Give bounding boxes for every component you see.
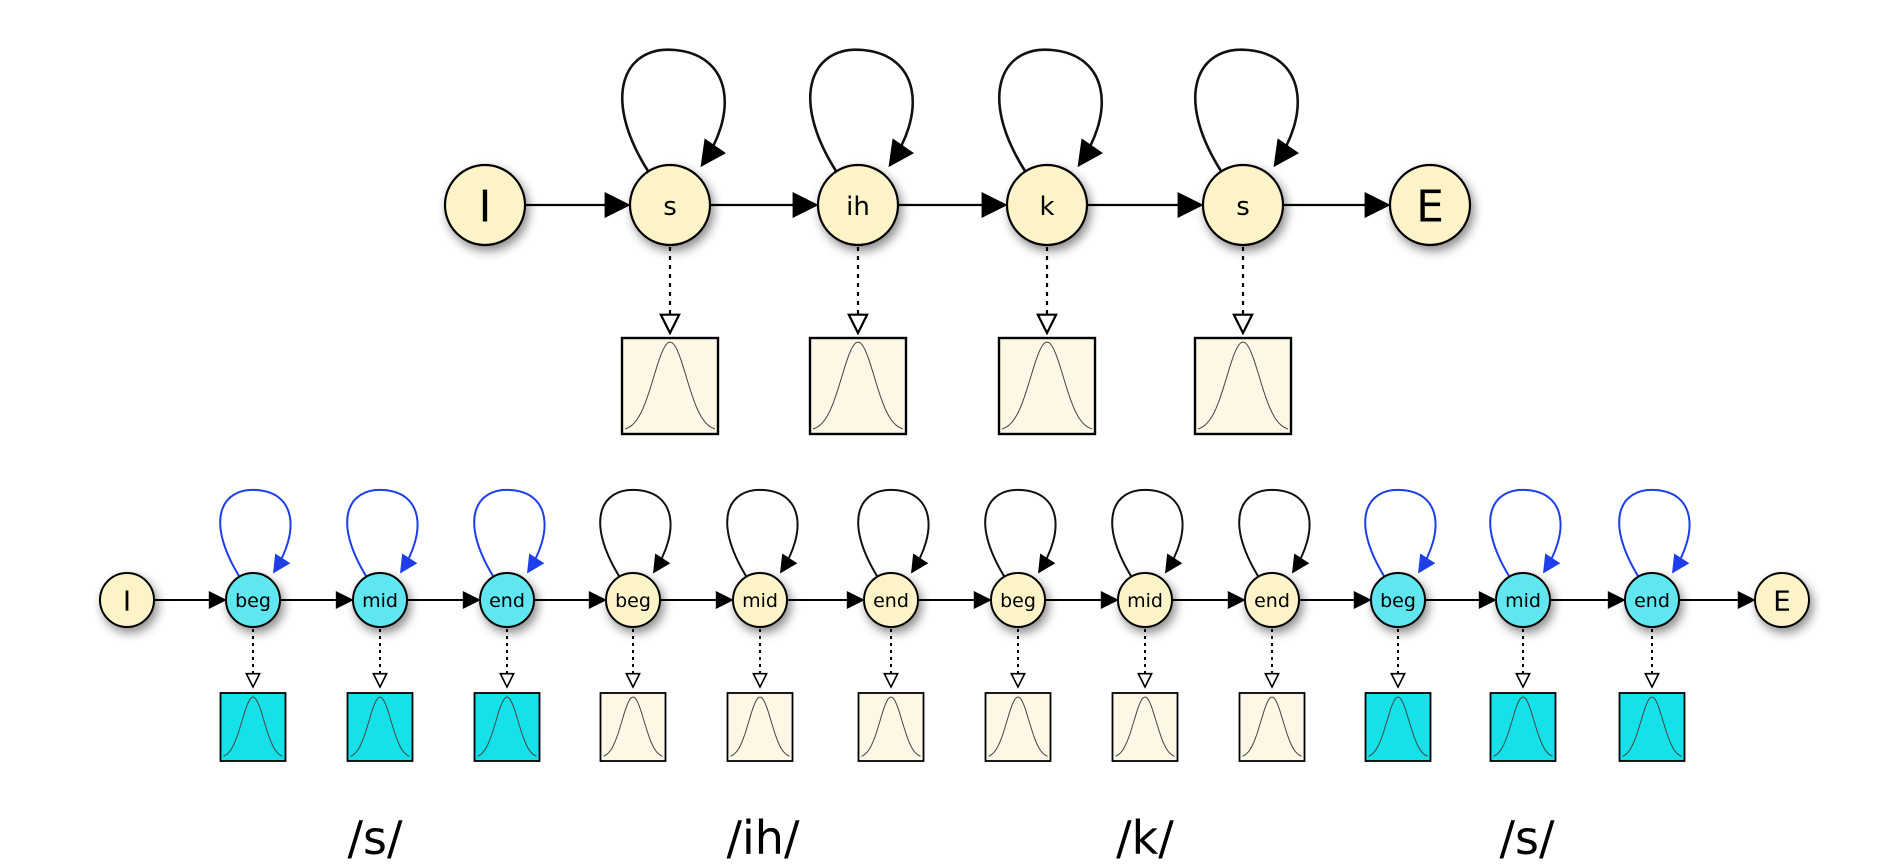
bottom-state-node-label: mid bbox=[742, 590, 778, 612]
bottom-emission-0-gaussian-curve bbox=[223, 696, 283, 757]
top-state-node bbox=[628, 163, 712, 247]
bottom-emission-1-gaussian-curve bbox=[350, 696, 410, 757]
top-end-node bbox=[1388, 163, 1472, 247]
bottom-self-loop-arrow bbox=[346, 488, 419, 577]
top-self-loop-arrow bbox=[809, 48, 914, 172]
top-state-node-label: ih bbox=[846, 192, 870, 222]
bottom-state-node-label: beg bbox=[615, 590, 651, 612]
bottom-emission-4-gaussian-curve bbox=[730, 696, 790, 757]
bottom-self-loop-arrow bbox=[1111, 488, 1184, 577]
top-start-node-label: I bbox=[479, 182, 492, 233]
bottom-self-loop-arrow bbox=[1238, 488, 1311, 577]
top-state-node-label: s bbox=[1236, 192, 1250, 222]
bottom-state-node bbox=[479, 572, 535, 628]
bottom-self-loop-arrow bbox=[984, 488, 1057, 577]
bottom-emission-7-gaussian-curve bbox=[1115, 696, 1175, 757]
top-emission-0-gaussian-curve bbox=[624, 341, 716, 430]
top-self-loop-arrow bbox=[1194, 48, 1299, 172]
phone-label: /s/ bbox=[1500, 811, 1555, 865]
bottom-state-node bbox=[732, 572, 788, 628]
top-state-node-label: k bbox=[1039, 192, 1054, 222]
bottom-state-node-label: mid bbox=[362, 590, 398, 612]
bottom-self-loop-arrow bbox=[1364, 488, 1437, 577]
bottom-emission-9-gaussian-curve bbox=[1368, 696, 1428, 757]
bottom-state-node bbox=[990, 572, 1046, 628]
bottom-state-node bbox=[863, 572, 919, 628]
bottom-state-node bbox=[1117, 572, 1173, 628]
bottom-state-node-label: mid bbox=[1127, 590, 1163, 612]
phone-label: /k/ bbox=[1116, 811, 1174, 865]
bottom-state-node bbox=[1624, 572, 1680, 628]
bottom-state-node-label: end bbox=[1634, 590, 1670, 612]
bottom-emission-3-gaussian-curve bbox=[603, 696, 663, 757]
bottom-state-node bbox=[352, 572, 408, 628]
top-emission-2-gaussian-curve bbox=[1001, 341, 1093, 430]
bottom-state-node-label: beg bbox=[235, 590, 271, 612]
phone-label: /ih/ bbox=[727, 811, 800, 865]
bottom-state-node bbox=[1244, 572, 1300, 628]
bottom-emission-10-gaussian-curve bbox=[1493, 696, 1553, 757]
top-self-loop-arrow bbox=[621, 48, 726, 172]
bottom-self-loop-arrow bbox=[726, 488, 799, 577]
bottom-emission-11-gaussian-curve bbox=[1622, 696, 1682, 757]
bottom-self-loop-arrow bbox=[1618, 488, 1691, 577]
bottom-state-node-label: end bbox=[489, 590, 525, 612]
top-state-node-label: s bbox=[663, 192, 677, 222]
bottom-emission-6-gaussian-curve bbox=[988, 696, 1048, 757]
bottom-emission-5-gaussian-curve bbox=[861, 696, 921, 757]
bottom-start-node bbox=[99, 572, 155, 628]
bottom-self-loop-arrow bbox=[599, 488, 672, 577]
bottom-end-node bbox=[1754, 572, 1810, 628]
top-state-node bbox=[816, 163, 900, 247]
bottom-state-node-label: end bbox=[1254, 590, 1290, 612]
bottom-self-loop-arrow bbox=[473, 488, 546, 577]
bottom-emission-8-gaussian-curve bbox=[1242, 696, 1302, 757]
top-self-loop-arrow bbox=[998, 48, 1103, 172]
bottom-self-loop-arrow bbox=[219, 488, 292, 577]
top-start-node bbox=[443, 163, 527, 247]
bottom-state-node-label: mid bbox=[1505, 590, 1541, 612]
top-emission-3-gaussian-curve bbox=[1197, 341, 1289, 430]
bottom-state-node bbox=[1495, 572, 1551, 628]
top-state-node bbox=[1201, 163, 1285, 247]
bottom-state-node-label: end bbox=[873, 590, 909, 612]
top-state-node bbox=[1005, 163, 1089, 247]
bottom-state-node bbox=[605, 572, 661, 628]
bottom-end-node-label: E bbox=[1773, 585, 1791, 618]
bottom-state-node-label: beg bbox=[1000, 590, 1036, 612]
top-end-node-label: E bbox=[1416, 182, 1444, 233]
top-emission-1-gaussian-curve bbox=[812, 341, 904, 430]
bottom-state-node bbox=[225, 572, 281, 628]
bottom-self-loop-arrow bbox=[1489, 488, 1562, 577]
bottom-self-loop-arrow bbox=[857, 488, 930, 577]
bottom-state-node bbox=[1370, 572, 1426, 628]
bottom-start-node-label: I bbox=[123, 585, 131, 618]
bottom-state-node-label: beg bbox=[1380, 590, 1416, 612]
bottom-emission-2-gaussian-curve bbox=[477, 696, 537, 757]
phone-label: /s/ bbox=[348, 811, 403, 865]
